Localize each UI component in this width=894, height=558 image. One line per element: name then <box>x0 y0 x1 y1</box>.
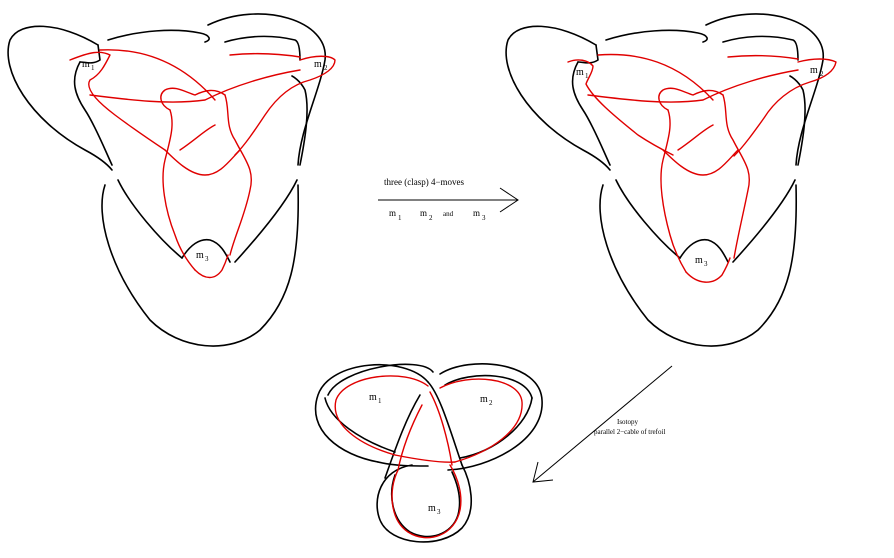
right-label-m1-sub: 1 <box>585 72 589 80</box>
right-label-m2-sub: 2 <box>820 70 824 78</box>
top-arrow-m3-sub: 3 <box>482 214 486 222</box>
left-label-m1-sub: 1 <box>91 64 95 72</box>
left-label-m3-sub: 3 <box>205 255 209 263</box>
top-arrow-m1-sub: 1 <box>398 214 402 222</box>
left-red-component <box>70 50 335 278</box>
left-outer-black-curve <box>8 14 325 346</box>
top-arrow-m2-sub: 2 <box>429 214 433 222</box>
right-label-m2: m <box>810 65 818 76</box>
diagonal-arrow-shaft <box>533 366 672 482</box>
trefoil-label-m2-sub: 2 <box>489 399 493 407</box>
left-label-m1: m <box>82 59 90 70</box>
diagonal-arrow-line2: parallel 2−cable of trefoil <box>594 428 665 436</box>
trefoil-label-m3-sub: 3 <box>437 508 441 516</box>
left-knot-diagram: m 1 m 2 m 3 <box>8 14 335 346</box>
trefoil-label-m3: m <box>428 503 436 514</box>
right-knot-diagram: m 1 m 2 m 3 <box>506 14 836 346</box>
diagonal-arrow-line1: Isotopy <box>617 418 639 426</box>
trefoil-label-m2: m <box>480 394 488 405</box>
trefoil-label-m1: m <box>369 392 377 403</box>
diagonal-arrow-group: Isotopy parallel 2−cable of trefoil <box>533 366 672 482</box>
right-outer-black-curve <box>506 14 823 346</box>
right-label-m3-sub: 3 <box>704 260 708 268</box>
trefoil-label-m1-sub: 1 <box>378 397 382 405</box>
top-arrow-m3: m <box>473 208 480 218</box>
right-label-m1: m <box>576 67 584 78</box>
top-arrow-group: three (clasp) 4−moves m 1 m 2 and m 3 <box>378 177 518 222</box>
right-label-m3: m <box>695 255 703 266</box>
top-arrow-and: and <box>443 210 454 218</box>
trefoil-2-cable: m 1 m 2 m 3 <box>316 364 543 542</box>
left-label-m2-sub: 2 <box>324 64 328 72</box>
left-label-m2: m <box>314 59 322 70</box>
trefoil-black-strand <box>316 364 543 542</box>
top-arrow-caption: three (clasp) 4−moves <box>384 177 465 187</box>
left-label-m3: m <box>196 250 204 261</box>
top-arrow-m2: m <box>420 208 427 218</box>
top-arrow-m1: m <box>389 208 396 218</box>
